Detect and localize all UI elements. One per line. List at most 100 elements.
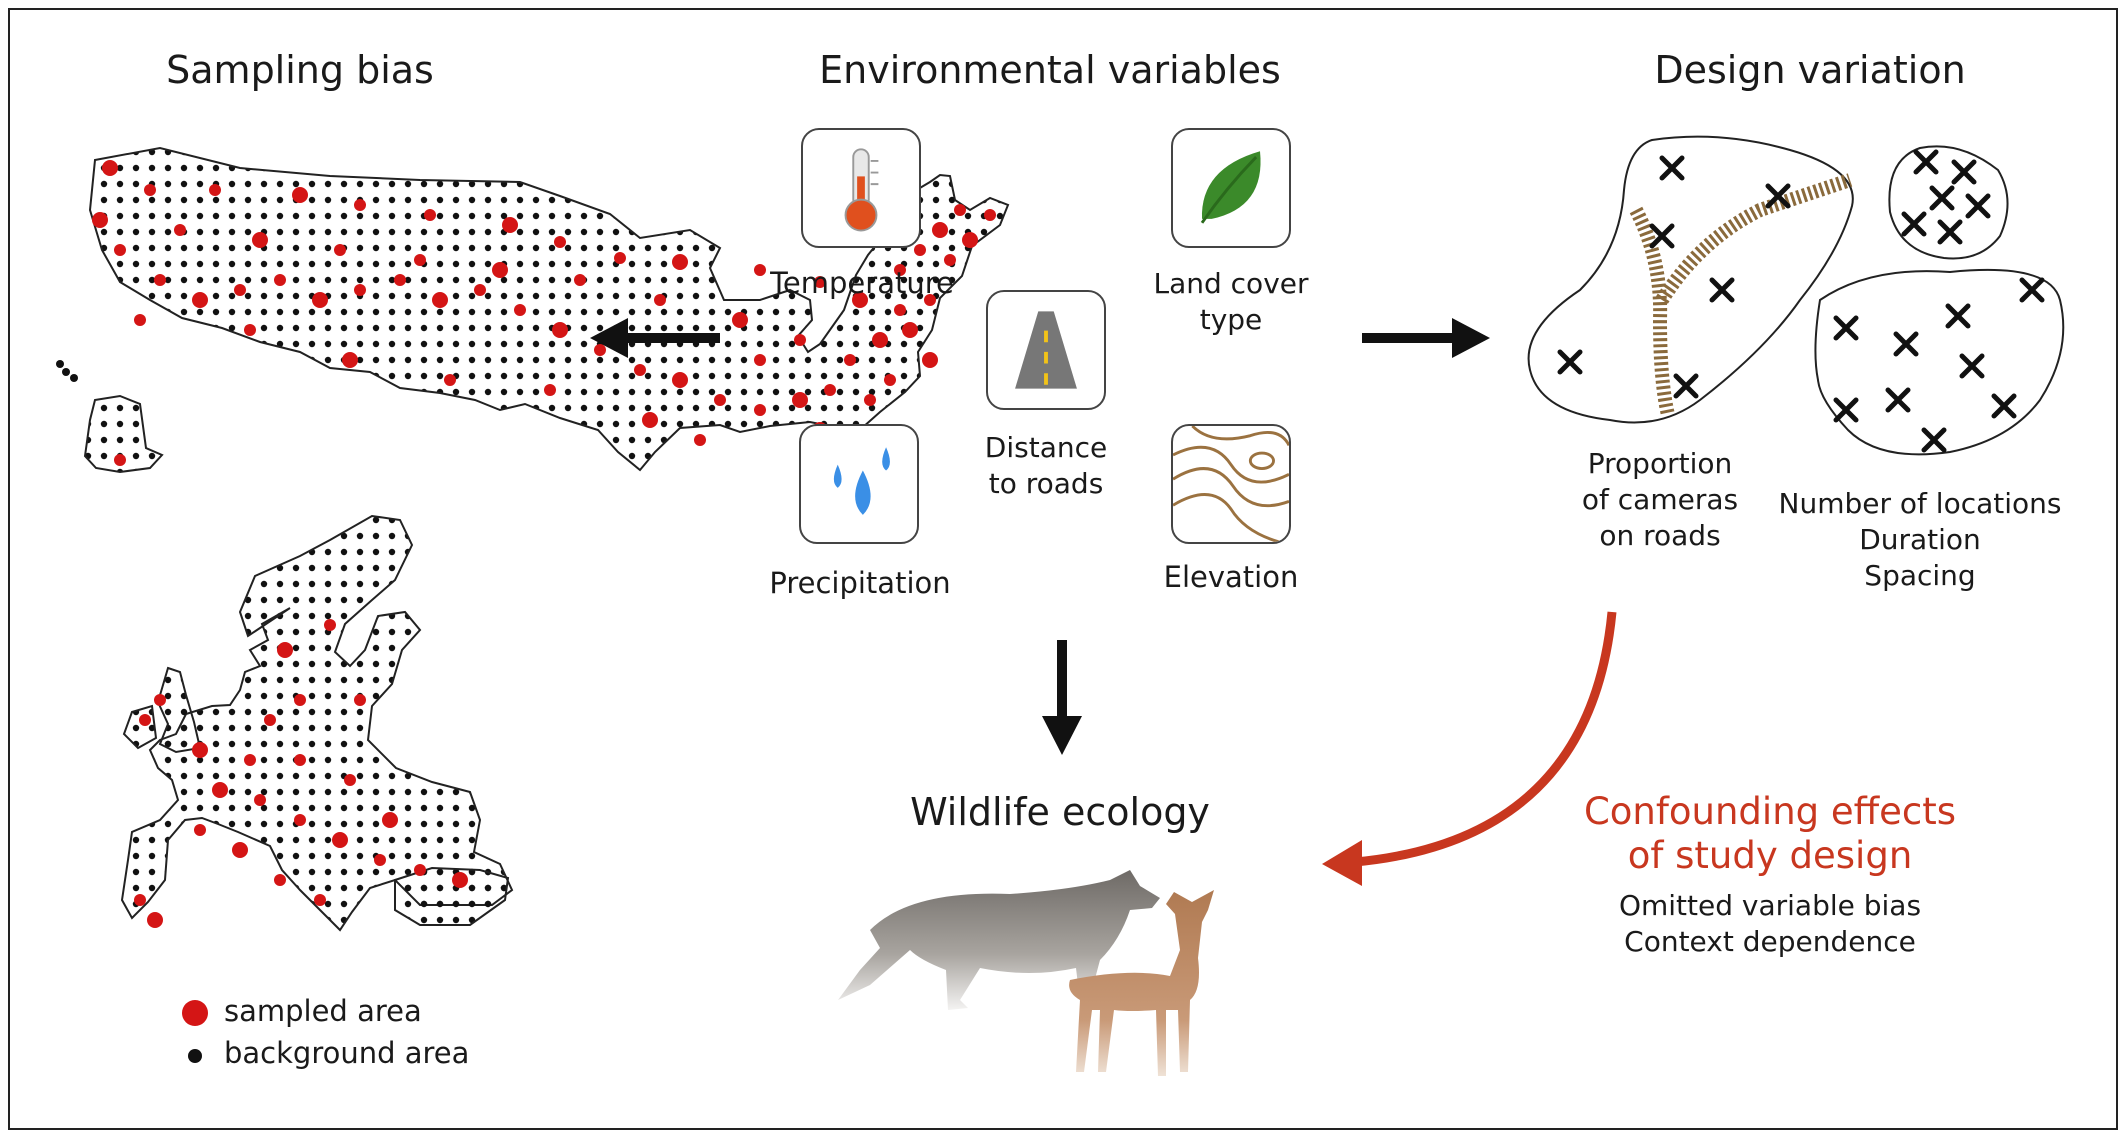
- wolf-deer-illustration: [838, 870, 1214, 1076]
- roads-proportion-label: Proportion of cameras on roads: [1540, 446, 1780, 554]
- camera-marker: [2019, 277, 2045, 303]
- sampled-dot: [192, 742, 208, 758]
- sampled-dot: [294, 694, 306, 706]
- sampled-dot: [754, 404, 766, 416]
- sampled-dot: [452, 872, 468, 888]
- sampled-dot: [414, 254, 426, 266]
- sampled-dot: [254, 794, 266, 806]
- road-icon: [986, 290, 1106, 410]
- sampled-dot: [232, 842, 248, 858]
- sampled-dot: [292, 187, 308, 203]
- sampled-dot: [139, 714, 151, 726]
- raindrops-icon: [799, 424, 919, 544]
- wolf-icon: [838, 870, 1160, 1010]
- camera-marker: [1673, 373, 1699, 399]
- sampled-dot: [134, 894, 146, 906]
- sampled-dot: [614, 252, 626, 264]
- sampled-dot: [102, 160, 118, 176]
- sampled-dot: [382, 812, 398, 828]
- road-dotted: [1629, 173, 1853, 417]
- sampled-dot: [864, 394, 876, 406]
- sampled-legend-marker: [182, 1000, 208, 1026]
- sampled-dot: [264, 714, 276, 726]
- sampled-dot: [154, 274, 166, 286]
- sampled-dot: [212, 782, 228, 798]
- sampled-dot: [824, 384, 836, 396]
- precipitation-label: Precipitation: [769, 566, 951, 600]
- omitted-variable-bias: Omitted variable bias: [1618, 889, 1922, 922]
- sampled-dot: [432, 292, 448, 308]
- sampled-dot: [574, 274, 586, 286]
- leaf-icon: [1171, 128, 1291, 248]
- confounding-arrow: [1322, 611, 1617, 886]
- sampled-dot: [594, 344, 606, 356]
- sampled-dot: [174, 224, 186, 236]
- sampled-dot: [754, 354, 766, 366]
- land-cover-line-2: type: [1199, 303, 1263, 336]
- camera-marker: [1885, 387, 1911, 413]
- sampled-dot: [914, 244, 926, 256]
- sampled-dot: [312, 292, 328, 308]
- camera-marker: [1991, 393, 2017, 419]
- camera-marker: [1959, 353, 1985, 379]
- camera-marker: [1833, 315, 1859, 341]
- locations-line-3: Spacing: [1864, 559, 1976, 592]
- camera-marker: [1649, 223, 1675, 249]
- sampled-dot: [234, 284, 246, 296]
- roads-line-2: of cameras: [1581, 483, 1739, 516]
- sampled-dot: [984, 209, 996, 221]
- sampled-dot: [932, 222, 948, 238]
- land-cover-line-1: Land cover: [1153, 267, 1309, 300]
- sampled-dot: [902, 322, 918, 338]
- sampled-dot: [894, 264, 906, 276]
- sampled-dot: [324, 619, 336, 631]
- sampled-dot: [634, 364, 646, 376]
- temperature-label: Temperature: [770, 266, 954, 300]
- environmental-variables-title: Environmental variables: [819, 48, 1281, 92]
- sampled-dot: [114, 454, 126, 466]
- sampled-legend-label: sampled area: [224, 994, 422, 1028]
- sampled-dot: [794, 334, 806, 346]
- wildlife-ecology-title: Wildlife ecology: [910, 790, 1210, 834]
- background-legend-marker: [188, 1049, 202, 1063]
- sampled-dot: [244, 754, 256, 766]
- distance-line-1: Distance: [984, 431, 1108, 464]
- camera-marker: [1937, 219, 1963, 245]
- sampled-dot: [962, 232, 978, 248]
- design-variation-title: Design variation: [1654, 48, 1966, 92]
- sampled-dot: [134, 314, 146, 326]
- camera-marker: [1765, 183, 1791, 209]
- sampled-dot: [342, 352, 358, 368]
- sampled-dot: [672, 372, 688, 388]
- sampled-dot: [147, 912, 163, 928]
- figure-frame: [8, 8, 2118, 1130]
- sampled-dot: [474, 284, 486, 296]
- sampled-dot: [554, 236, 566, 248]
- camera-marker: [1951, 159, 1977, 185]
- temperature-icon: [801, 128, 921, 248]
- locations-line-1: Number of locations: [1778, 487, 2062, 520]
- sampled-dot: [154, 694, 166, 706]
- sampled-dot: [754, 264, 766, 276]
- sampled-dot: [294, 814, 306, 826]
- sampled-dot: [314, 894, 326, 906]
- sampled-dot: [244, 324, 256, 336]
- camera-marker: [1913, 149, 1939, 175]
- sampled-dot: [192, 292, 208, 308]
- sampled-dot: [444, 374, 456, 386]
- sampled-dot: [924, 294, 936, 306]
- sampled-dot: [944, 254, 956, 266]
- sampled-dot: [922, 352, 938, 368]
- camera-marker: [1965, 193, 1991, 219]
- sampled-dot: [334, 244, 346, 256]
- camera-marker: [1929, 185, 1955, 211]
- sampled-dot: [514, 304, 526, 316]
- confounding-title: Confounding effects of study design: [1560, 790, 1980, 878]
- sampled-dot: [277, 642, 293, 658]
- sampled-dot: [642, 412, 658, 428]
- elevation-label: Elevation: [1163, 560, 1299, 594]
- camera-marker: [1833, 397, 1859, 423]
- deer-icon: [1069, 890, 1214, 1076]
- sampled-dot: [354, 199, 366, 211]
- confounding-line-2: of study design: [1627, 834, 1913, 877]
